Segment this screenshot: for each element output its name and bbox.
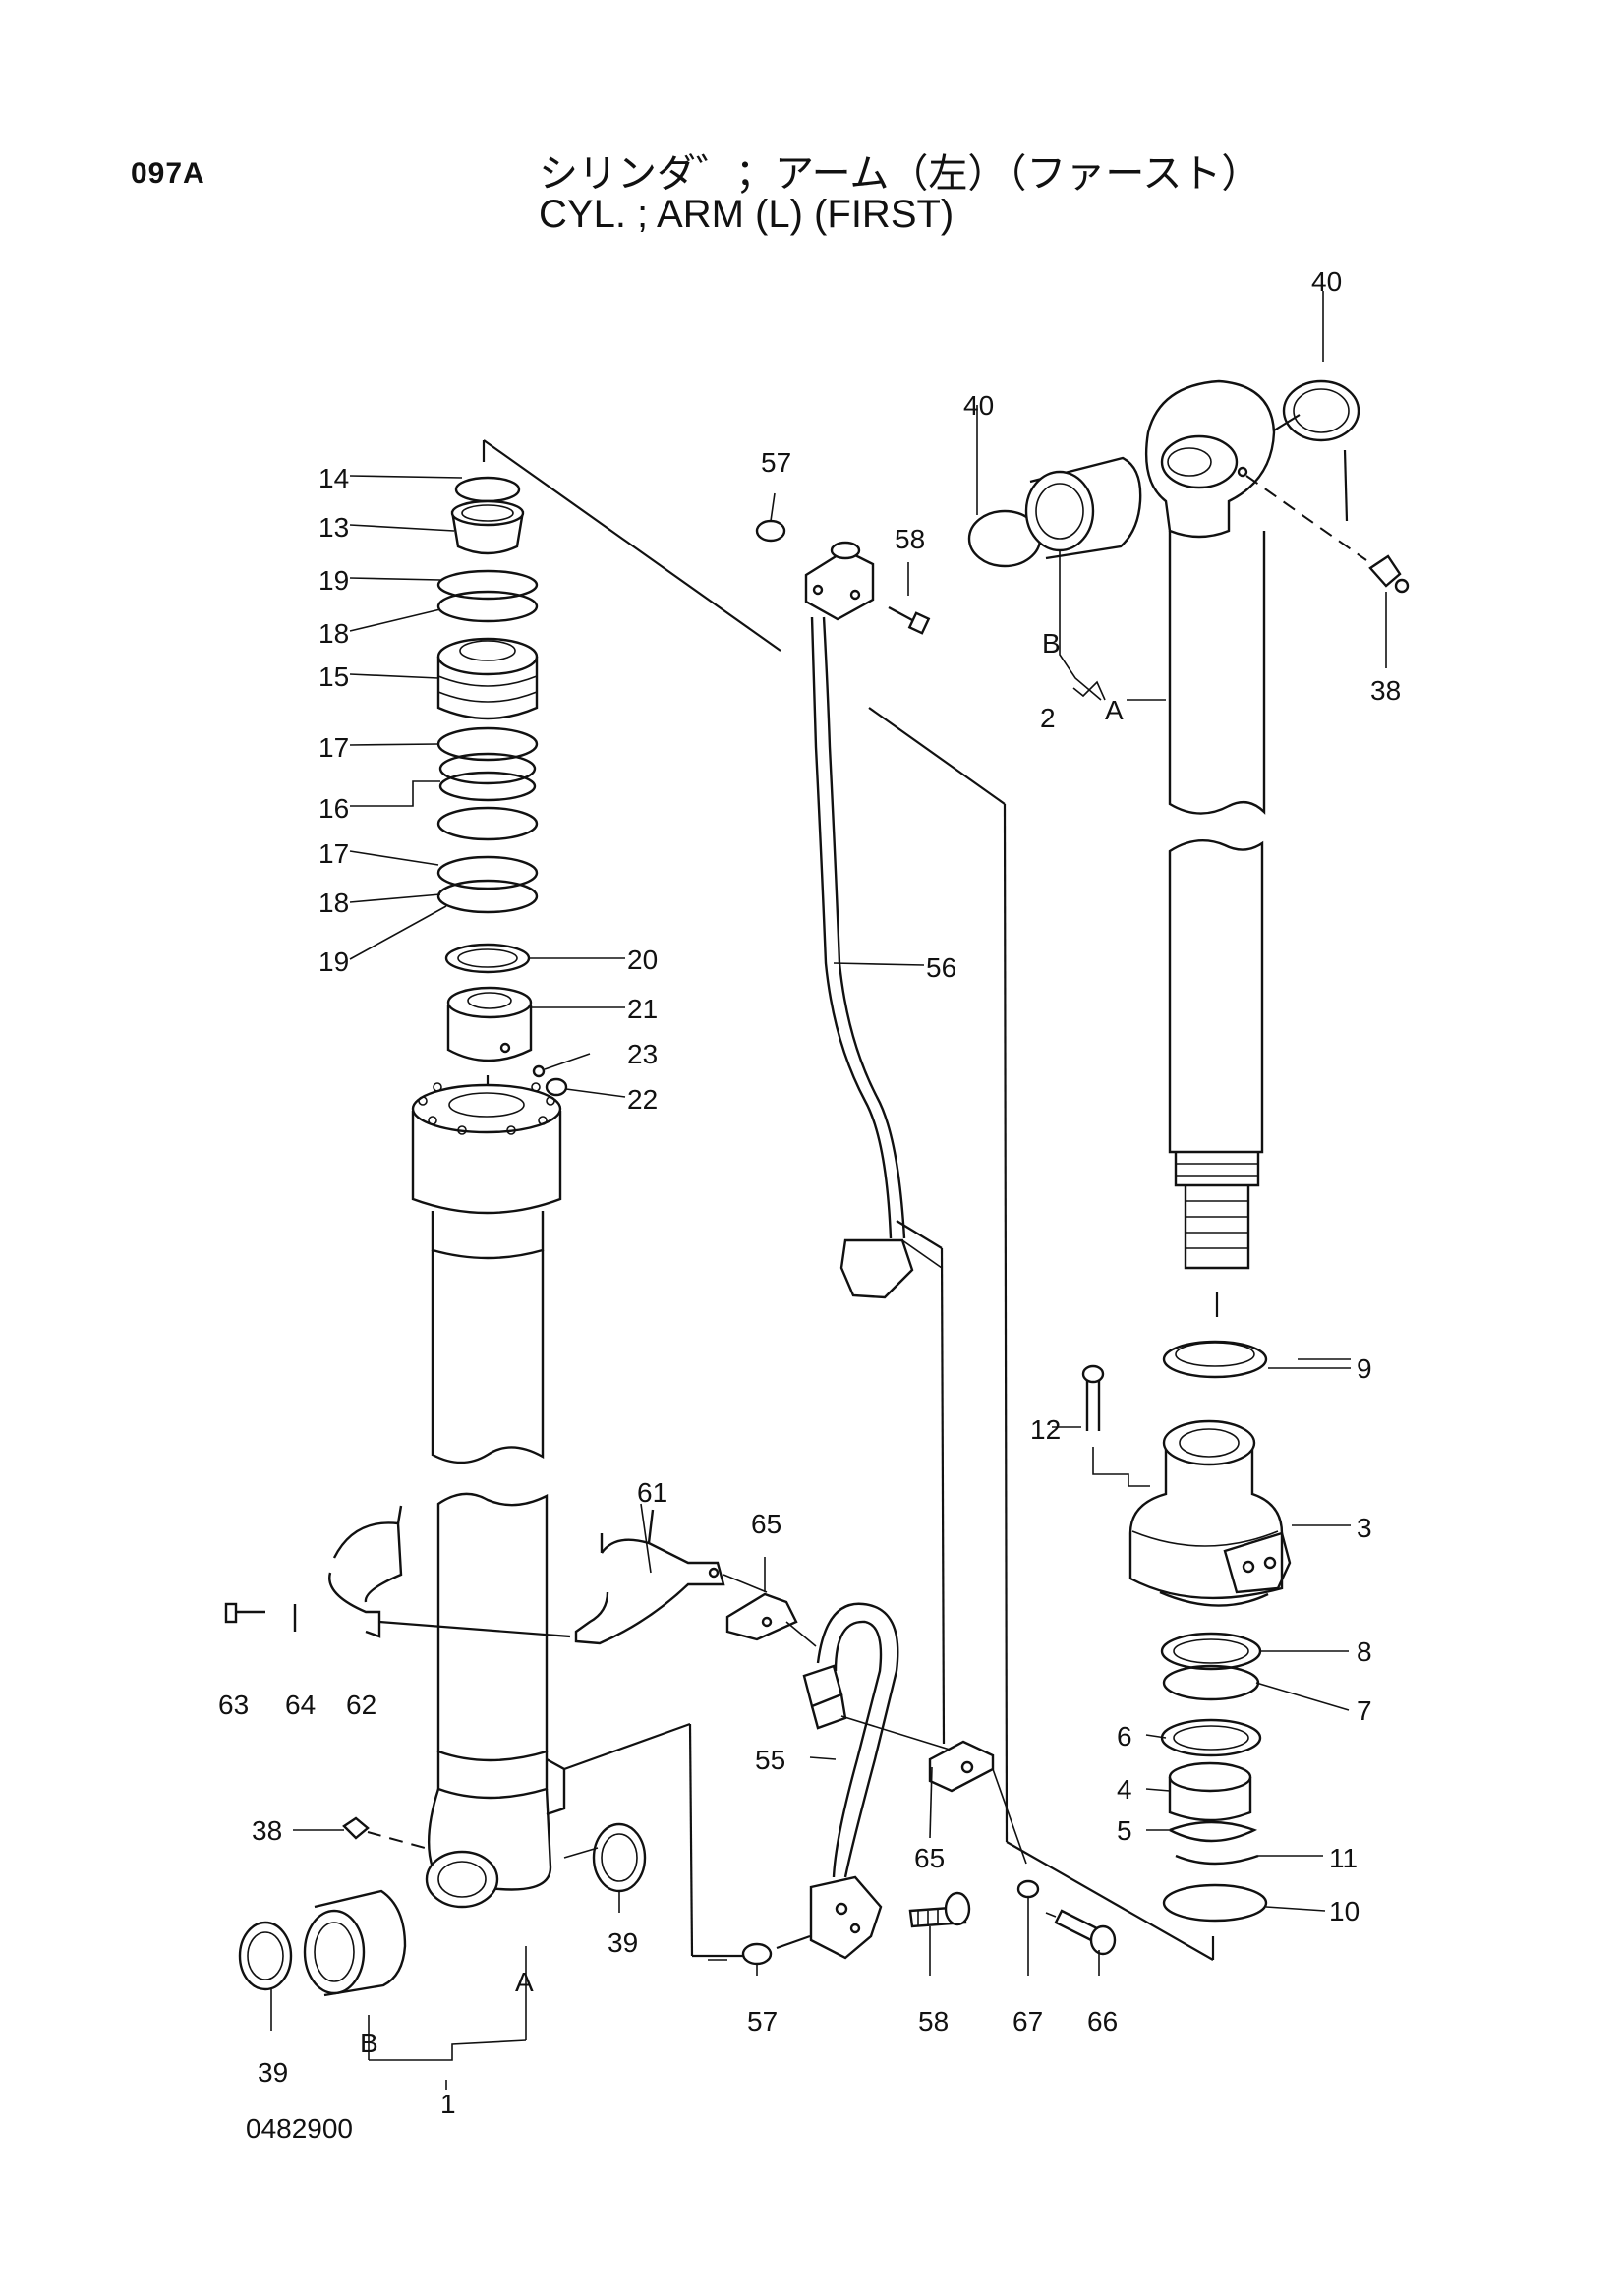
callout-5: 5 [1117, 1815, 1132, 1846]
callout-64: 64 [285, 1690, 316, 1720]
callout-10: 10 [1329, 1896, 1360, 1926]
callout-39: 39 [608, 1927, 638, 1958]
left-stack-leaders [349, 475, 626, 1098]
callout-55: 55 [755, 1745, 785, 1775]
callout-23: 23 [627, 1039, 658, 1069]
callout-58: 58 [895, 524, 925, 554]
callout-18: 18 [318, 888, 349, 918]
callout-b: B [360, 2028, 378, 2058]
callout-13: 13 [318, 512, 349, 543]
callout-9: 9 [1357, 1353, 1372, 1384]
callout-a: A [1105, 695, 1124, 725]
callout-17: 17 [318, 732, 349, 763]
callout-40: 40 [963, 390, 994, 421]
title-english: CYL. ; ARM (L) (FIRST) [539, 193, 955, 236]
callout-18: 18 [318, 618, 349, 649]
callout-40: 40 [1311, 266, 1342, 297]
callout-19: 19 [318, 565, 349, 596]
callout-67: 67 [1012, 2006, 1043, 2037]
callout-38: 38 [1370, 675, 1401, 706]
callout-labels: 14 13 19 18 15 17 16 17 18 19 20 21 23 2… [218, 266, 1401, 2119]
callout-14: 14 [318, 463, 349, 493]
callout-4: 4 [1117, 1774, 1132, 1805]
callout-65: 65 [751, 1509, 781, 1539]
callout-16: 16 [318, 793, 349, 824]
callout-17: 17 [318, 838, 349, 869]
callout-66: 66 [1087, 2006, 1118, 2037]
callout-61: 61 [637, 1477, 667, 1508]
callout-22: 22 [627, 1084, 658, 1115]
callout-63: 63 [218, 1690, 249, 1720]
callout-62: 62 [346, 1690, 376, 1720]
rod-gland [1081, 1340, 1351, 1607]
callout-11: 11 [1329, 1843, 1358, 1873]
callout-15: 15 [318, 661, 349, 692]
callout-20: 20 [627, 945, 658, 975]
callout-21: 21 [627, 994, 658, 1024]
callout-7: 7 [1357, 1695, 1372, 1726]
assembly-brackets [368, 550, 1106, 2090]
piston-rod [967, 379, 1410, 1317]
callout-8: 8 [1357, 1636, 1372, 1667]
callout-57: 57 [747, 2006, 778, 2037]
callout-65: 65 [914, 1843, 945, 1873]
callout-38: 38 [252, 1815, 282, 1846]
callout-6: 6 [1117, 1721, 1132, 1751]
document-number: 0482900 [246, 2113, 354, 2144]
callout-39: 39 [258, 2057, 288, 2088]
cylinder-tube [411, 1082, 566, 1909]
callout-2: 2 [1040, 703, 1056, 733]
bottom-small-parts [238, 1816, 1117, 1997]
title-japanese: シリンダ゛；アーム（左）（ファースト） [539, 151, 1261, 197]
right-seal-stack [1145, 1632, 1350, 1960]
callout-56: 56 [926, 952, 956, 983]
clamp-parts [224, 1503, 768, 1645]
callout-57: 57 [761, 447, 791, 478]
callout-12: 12 [1030, 1414, 1061, 1445]
callout-58: 58 [918, 2006, 949, 2037]
page-code: 097A [131, 157, 205, 190]
right-leaders [270, 291, 1351, 2031]
callout-1: 1 [440, 2089, 456, 2119]
pipe-56 [755, 519, 943, 1299]
assembly-dash-lines [482, 414, 1349, 1961]
callout-19: 19 [318, 947, 349, 977]
hose-assembly-lower [725, 1592, 1027, 1960]
callout-3: 3 [1357, 1513, 1372, 1543]
callout-b: B [1042, 628, 1061, 659]
callout-a: A [515, 1967, 534, 1997]
